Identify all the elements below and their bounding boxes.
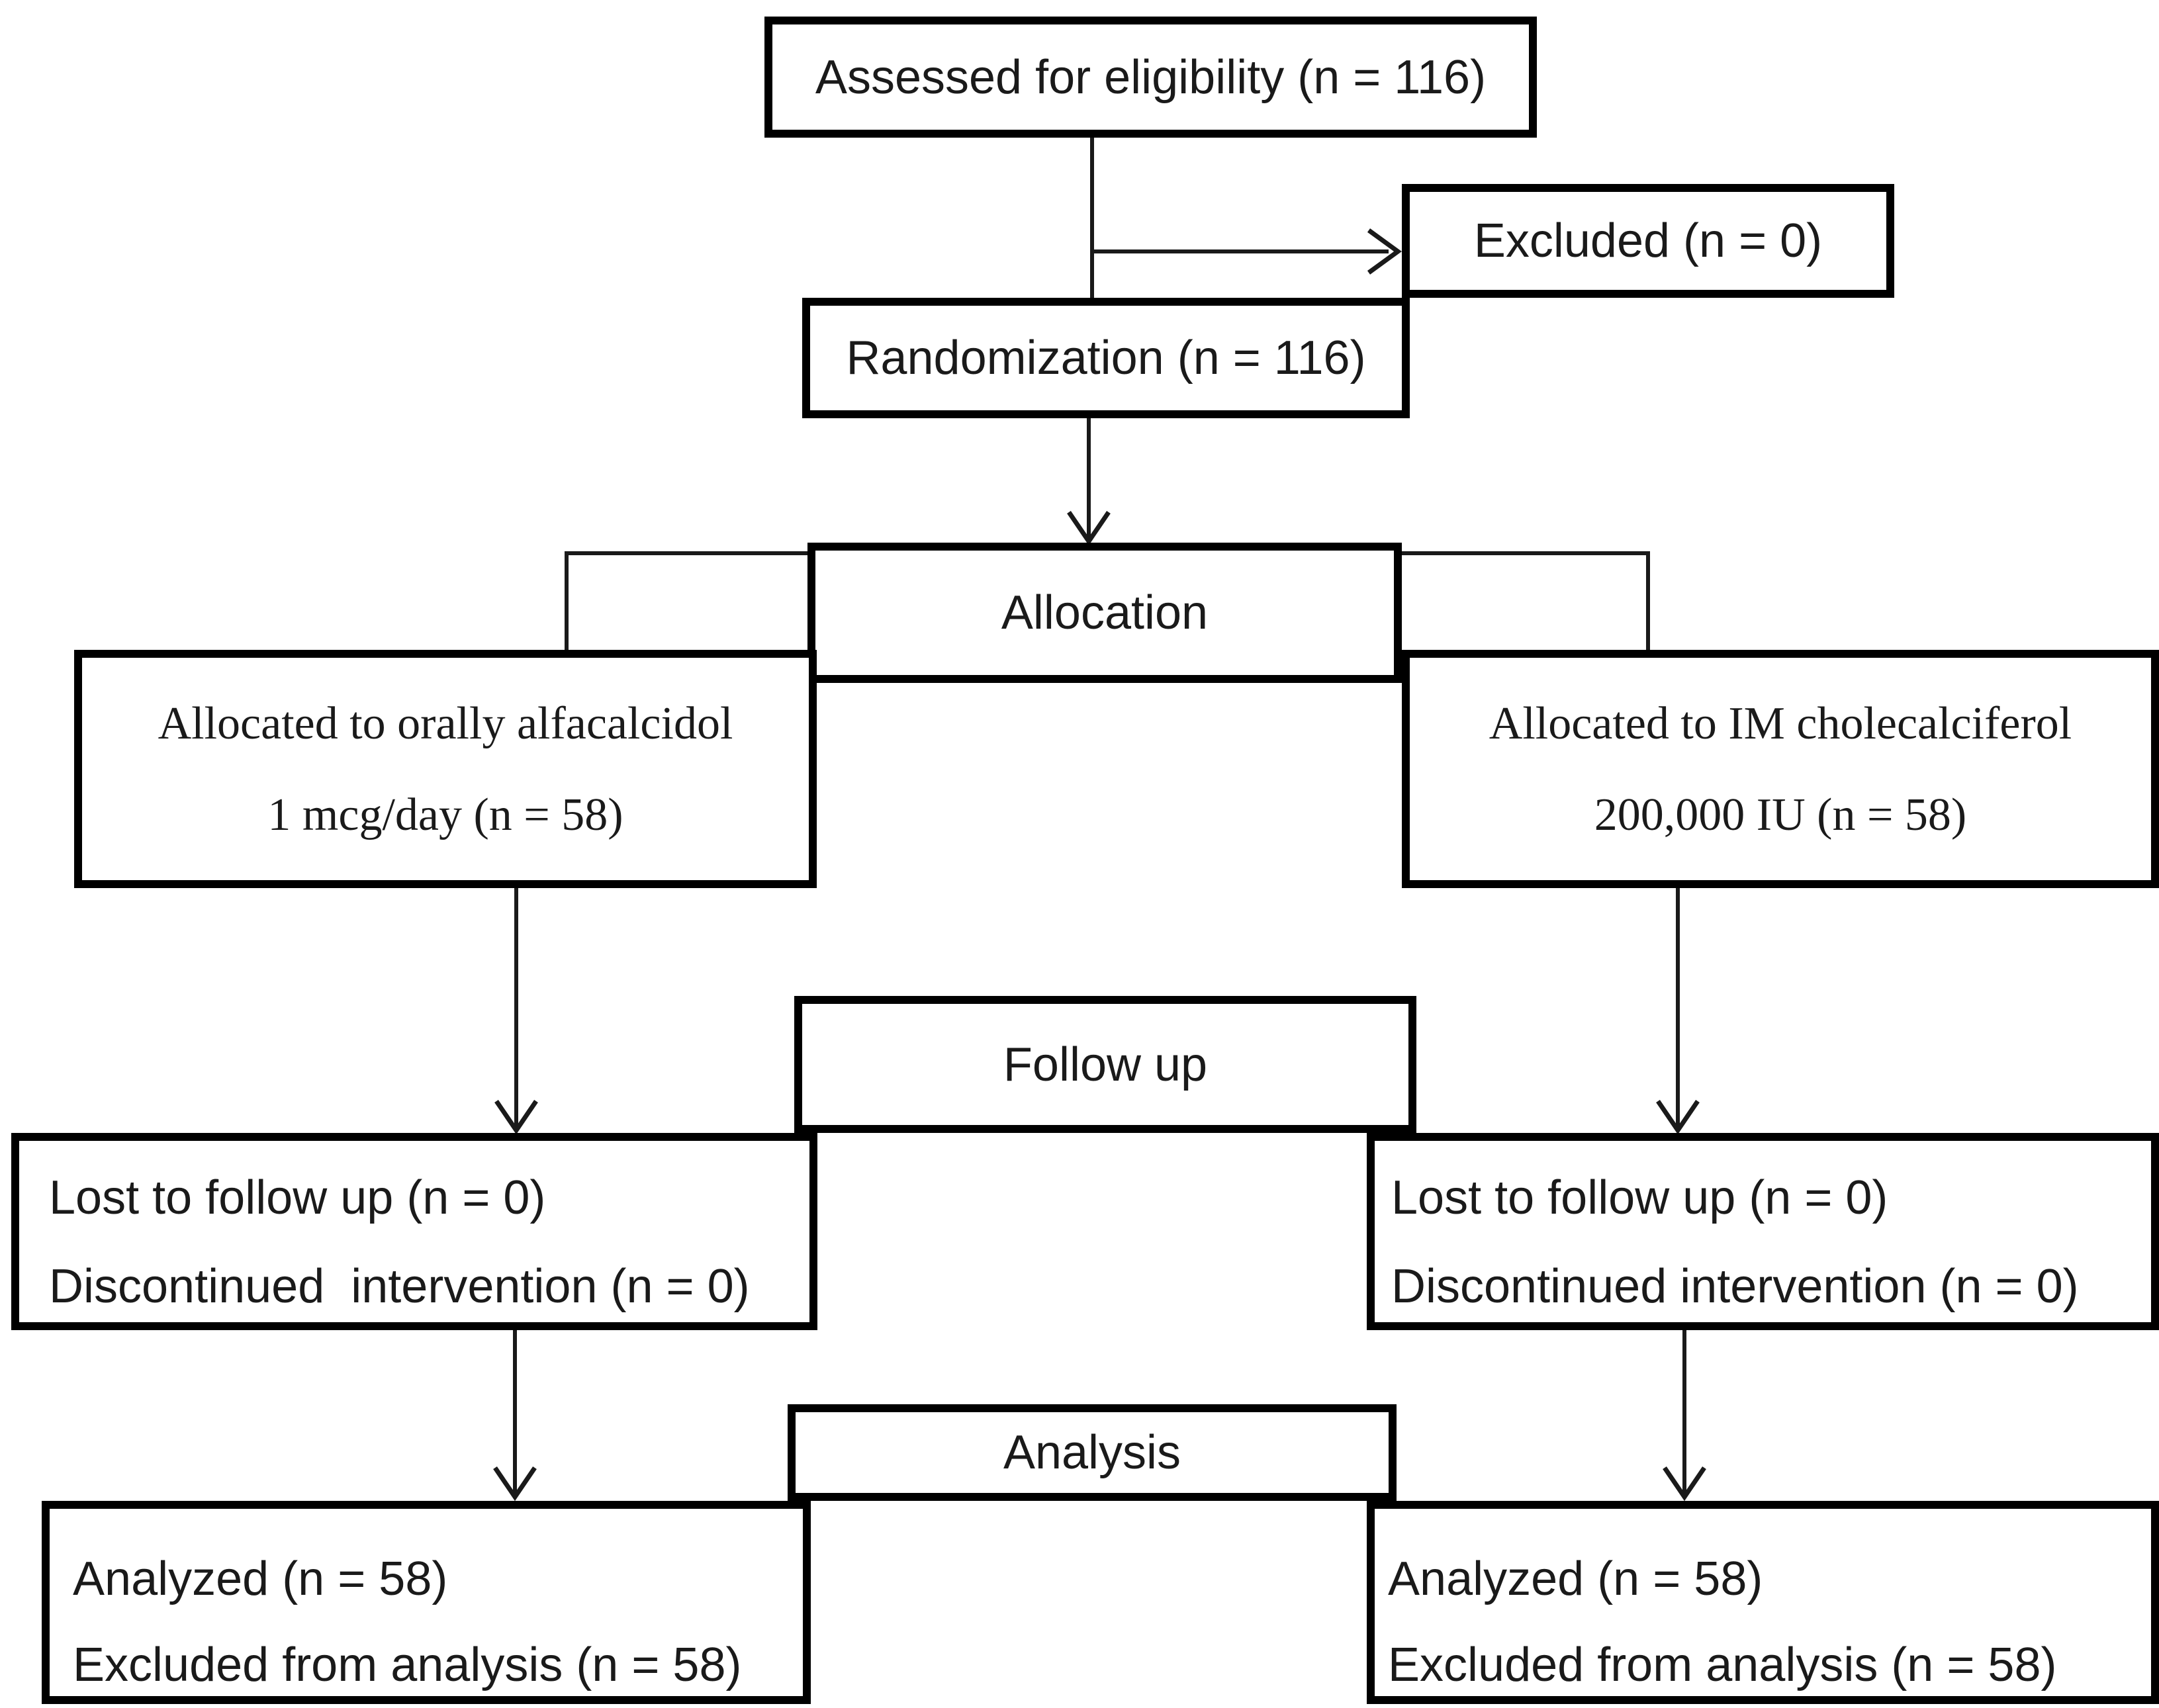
connector-allocation-branch-left: [565, 551, 809, 651]
excluded-label: Excluded (n = 0): [1473, 214, 1823, 267]
randomization-label: Randomization (n = 116): [846, 332, 1366, 384]
followup-oral-line1: Lost to follow up (n = 0): [49, 1171, 546, 1224]
allocated-oral-alfacalcidol-box: Allocated to orally alfacalcidol 1 mcg/d…: [74, 650, 817, 888]
arrowhead-down-icon: [1067, 511, 1111, 546]
allocated-oral-line2: 1 mcg/day (n = 58): [267, 789, 623, 840]
connector-im-to-followup: [1656, 888, 1700, 1135]
arrowhead-down-icon: [493, 1466, 537, 1502]
analysis-oral-line2: Excluded from analysis (n = 58): [73, 1639, 742, 1691]
followup-im-line1: Lost to follow up (n = 0): [1391, 1171, 1888, 1224]
followup-oral-box: Lost to follow up (n = 0) Discontinued i…: [11, 1133, 817, 1330]
allocated-im-line2: 200,000 IU (n = 58): [1594, 789, 1967, 840]
allocation-banner: Allocation: [807, 543, 1402, 683]
arrowhead-right-icon: [1367, 228, 1402, 275]
connector-allocation-branch-right: [1401, 551, 1650, 651]
connector-im-to-analysis: [1663, 1330, 1706, 1502]
followup-banner: Follow up: [794, 996, 1416, 1133]
arrowhead-down-icon: [1656, 1100, 1700, 1135]
arrowhead-down-icon: [494, 1100, 538, 1135]
analysis-banner: Analysis: [788, 1404, 1397, 1501]
assessed-eligibility-label: Assessed for eligibility (n = 116): [815, 50, 1487, 104]
allocated-oral-line1: Allocated to orally alfacalcidol: [158, 698, 733, 749]
followup-banner-label: Follow up: [1003, 1038, 1208, 1091]
excluded-box: Excluded (n = 0): [1402, 184, 1894, 298]
allocated-im-line1: Allocated to IM cholecalciferol: [1489, 698, 2072, 749]
analysis-im-line2: Excluded from analysis (n = 58): [1388, 1639, 2057, 1691]
analysis-oral-box: Analyzed (n = 58) Excluded from analysis…: [42, 1501, 811, 1704]
followup-im-box: Lost to follow up (n = 0) Discontinued i…: [1367, 1133, 2159, 1330]
analysis-im-box: Analyzed (n = 58) Excluded from analysis…: [1367, 1501, 2159, 1704]
allocated-im-cholecalciferol-box: Allocated to IM cholecalciferol 200,000 …: [1402, 650, 2159, 888]
connector-excluded-arrow: [1092, 228, 1402, 275]
allocation-banner-label: Allocation: [1001, 586, 1209, 639]
assessed-eligibility-box: Assessed for eligibility (n = 116): [764, 17, 1537, 138]
randomization-box: Randomization (n = 116): [802, 298, 1410, 418]
followup-im-line2: Discontinued intervention (n = 0): [1391, 1260, 2079, 1313]
followup-oral-line2: Discontinued intervention (n = 0): [49, 1260, 750, 1313]
analysis-oral-line1: Analyzed (n = 58): [73, 1552, 448, 1605]
analysis-banner-label: Analysis: [1003, 1426, 1181, 1479]
analysis-im-line1: Analyzed (n = 58): [1388, 1552, 1763, 1605]
connector-oral-to-followup: [494, 888, 538, 1135]
connector-oral-to-analysis: [493, 1330, 537, 1502]
connector-randomization-to-allocation: [1067, 418, 1111, 546]
arrowhead-down-icon: [1663, 1466, 1706, 1502]
